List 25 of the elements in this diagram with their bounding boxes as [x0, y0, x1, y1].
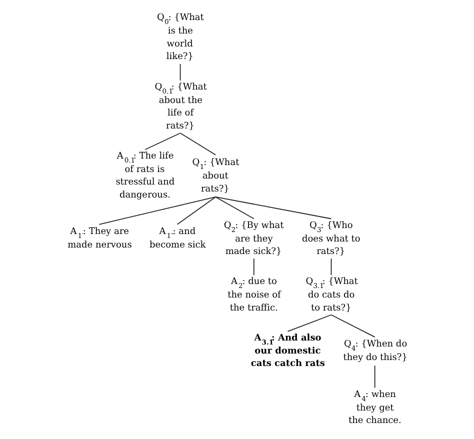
connector: [330, 258, 332, 276]
node-text: Q$_{0.1}$: {What about the life of rats?}: [154, 82, 207, 132]
node-text: A$_{1′}$: They are made nervous: [68, 226, 132, 250]
connector: [180, 64, 181, 81]
node-text: Q$_{0}$: {What is the world like?}: [157, 13, 204, 62]
node-text: A$_{0.1}$: The life of rats is stressful and dangerous.: [116, 151, 175, 200]
connector: [330, 314, 376, 338]
connector: [98, 196, 216, 225]
connector: [253, 258, 254, 276]
node-text: A$_{3.1}$: And also our domestic cats catch rats: [250, 334, 325, 370]
node-text: A$_{4}$: when they get the chance.: [348, 390, 402, 426]
node-text: Q$_{1}$: {What about rats?}: [192, 158, 240, 194]
node-text: Q$_{2}$: {By what are they made sick?}: [224, 220, 284, 258]
connector: [374, 365, 376, 388]
connector: [287, 314, 332, 332]
node-text: Q$_{3}$: {Who does what to rats?}: [302, 220, 360, 258]
connector: [176, 196, 216, 225]
node-text: Q$_{3.1}$: {What do cats do to rats?}: [306, 277, 358, 314]
node-text: Q$_{4}$: {When do they do this?}: [343, 340, 408, 364]
node-text: A$_{2}$: due to the noise of the traffic.: [228, 277, 281, 314]
connector: [144, 132, 181, 150]
connector: [180, 132, 216, 156]
connector: [215, 196, 254, 220]
connector: [215, 196, 332, 220]
node-text: A$_{1″}$: and become sick: [150, 226, 206, 250]
